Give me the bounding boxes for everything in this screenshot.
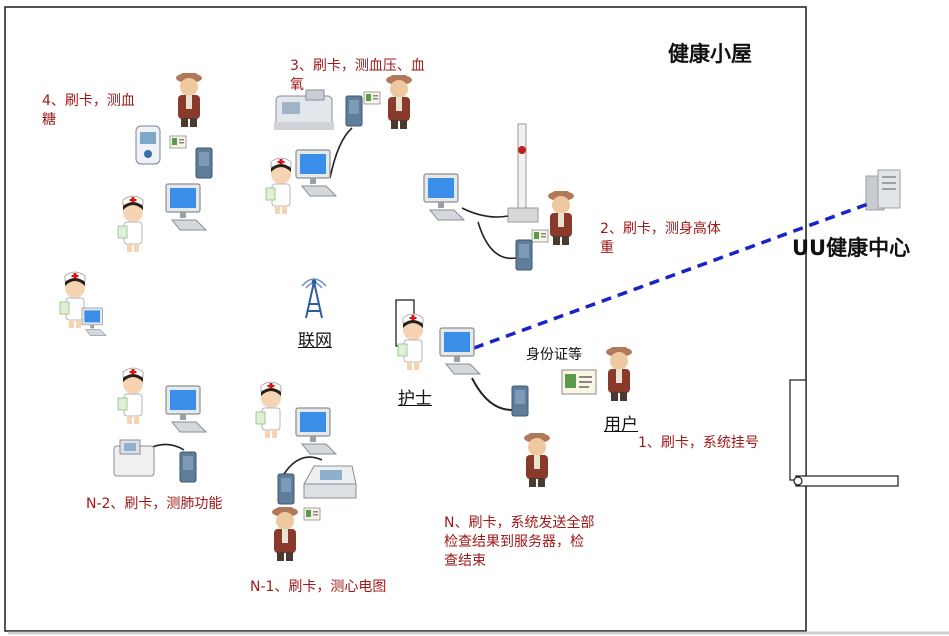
step-1-label: 1、刷卡，系统挂号 [638,435,759,451]
step-3-label: 3、刷卡，测血压、血 氧 [290,58,425,93]
nurse-icon [265,157,292,215]
id-card-icon [303,507,321,521]
id-card-icon [169,135,187,149]
cable [477,221,517,260]
cable [149,443,185,451]
antenna-icon [301,278,327,319]
id-card-icon [531,229,549,243]
nurse-icon [117,195,144,253]
nurse-label: 护士 [398,389,432,409]
computer-icon [295,407,337,455]
step-2-label: 2、刷卡，测身高体 重 [600,221,721,256]
step-n-1-label: N-1、刷卡，测心电图 [250,579,387,595]
step-n-label: N、刷卡，系统发送全部 检查结果到服务器，检 查结束 [444,515,595,569]
elderly-user-icon [606,347,632,401]
ecg-machine-icon [303,465,357,499]
elderly-user-icon [548,191,574,245]
network-label: 联网 [298,331,332,351]
step-4-label: 4、刷卡，测血 糖 [42,93,135,128]
spirometer-icon [113,439,155,477]
nurse-icon [59,271,86,329]
computer-icon [423,173,465,221]
cable [329,127,353,179]
computer-icon [295,149,337,197]
computer-icon [439,327,481,375]
health-center-title: UU健康中心 [792,236,911,260]
elderly-user-icon [524,433,550,487]
computer-icon [165,385,207,433]
computer-icon [165,183,207,231]
id-card-icon [561,369,597,395]
cable [471,377,513,411]
card-reader-icon [511,385,529,417]
nurse-icon [255,381,282,439]
cable [283,456,323,475]
card-reader-icon [195,147,213,179]
card-reader-icon [179,451,197,483]
network-link-line [473,202,869,350]
glucometer-icon [135,125,161,165]
card-reader-icon [515,239,533,271]
server-icon [865,169,901,211]
health-house-title: 健康小屋 [668,42,752,66]
bp-monitor-icon [274,89,334,130]
card-reader-icon [345,95,363,127]
step-n-2-label: N-2、刷卡，测肺功能 [86,496,223,512]
cable [461,207,509,218]
health-house-border [4,6,807,632]
elderly-user-icon [176,73,202,127]
user-label: 用户 [604,415,638,435]
door-icon [789,379,899,487]
nurse-icon [117,367,144,425]
elderly-user-icon [272,507,298,561]
computer-icon [81,307,107,336]
idcard-label: 身份证等 [526,347,582,363]
height-scale-icon [507,123,539,223]
